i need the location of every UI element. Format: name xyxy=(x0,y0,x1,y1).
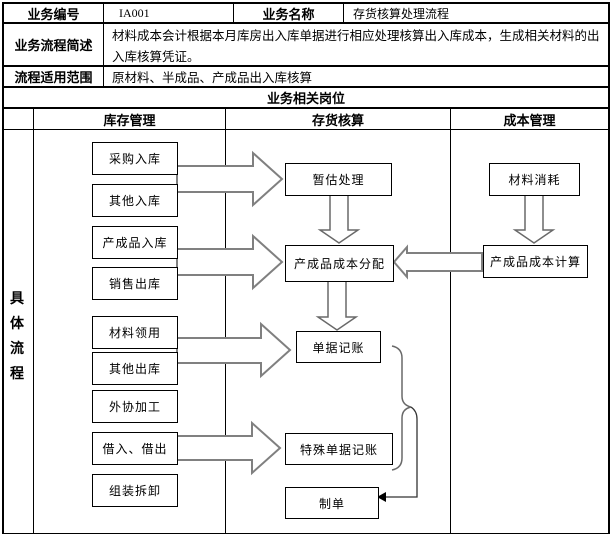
rail-label-detailed-process: 具体流程 xyxy=(10,290,24,381)
grid-line xyxy=(2,129,610,130)
business-name-value: 存货核算处理流程 xyxy=(353,6,450,21)
node-voucher-creation: 制单 xyxy=(285,487,379,519)
node-material-consumption: 材料消耗 xyxy=(489,163,580,196)
node-finished-goods-cost-allocation: 产成品成本分配 xyxy=(285,245,394,282)
grid-line xyxy=(2,2,610,4)
grid-line xyxy=(103,2,104,88)
node-material-requisition: 材料领用 xyxy=(92,316,178,349)
scope-text: 原材料、半成品、产成品出入库核算 xyxy=(112,71,313,85)
business-name-label: 业务名称 xyxy=(262,6,315,22)
node-document-posting: 单据记账 xyxy=(296,331,381,363)
grid-line xyxy=(2,65,610,67)
arrow-cost-calculation-to-cost-allocation xyxy=(392,244,483,280)
grid-line xyxy=(2,533,610,534)
node-other-inbound: 其他入库 xyxy=(92,184,178,217)
node-finished-goods-cost-calculation: 产成品成本计算 xyxy=(483,245,588,278)
node-purchase-inbound: 采购入库 xyxy=(92,142,178,175)
arrowhead-voucher-creation xyxy=(377,492,386,502)
arrow-material-consumption-to-cost-calculation xyxy=(512,194,556,244)
business-number-label: 业务编号 xyxy=(27,6,80,22)
node-provisional-estimate: 暂估处理 xyxy=(285,163,392,196)
arrow-provisional-to-cost-allocation xyxy=(317,194,361,244)
node-outsourced-processing: 外协加工 xyxy=(92,390,178,423)
grid-line xyxy=(343,2,344,23)
business-number-value: IA001 xyxy=(119,5,150,20)
column-header-inventory: 库存管理 xyxy=(103,112,156,128)
grid-line xyxy=(2,22,610,24)
column-header-accounting: 存货核算 xyxy=(311,112,364,128)
node-other-outbound: 其他出库 xyxy=(92,352,178,385)
arrow-borrow-lend-to-special-posting xyxy=(176,420,282,476)
grid-line xyxy=(2,2,4,534)
grid-line xyxy=(225,108,226,533)
scope-label: 流程适用范围 xyxy=(14,70,93,85)
column-header-cost: 成本管理 xyxy=(503,112,556,128)
arrow-cost-allocation-to-document-posting xyxy=(315,280,359,331)
arrow-inbound-to-provisional-estimate xyxy=(176,150,284,208)
arrow-requisition-to-document-posting xyxy=(176,321,292,379)
positions-header: 业务相关岗位 xyxy=(266,91,345,106)
summary-label: 业务流程简述 xyxy=(14,38,93,53)
summary-text: 材料成本会计根据本月库房出入库单据进行相应处理核算出入库成本，生成相关材料的出入… xyxy=(112,29,600,64)
grid-line xyxy=(608,2,610,534)
grid-line xyxy=(2,86,610,88)
grid-line xyxy=(2,107,610,109)
node-finished-goods-inbound: 产成品入库 xyxy=(92,226,178,259)
node-assembly-disassembly: 组装拆卸 xyxy=(92,474,178,507)
node-special-document-posting: 特殊单据记账 xyxy=(285,433,393,465)
elbow-to-voucher-creation xyxy=(385,406,418,498)
brace-connector xyxy=(391,345,412,471)
grid-line xyxy=(450,108,451,533)
node-borrow-lend: 借入、借出 xyxy=(92,432,178,465)
node-sales-outbound: 销售出库 xyxy=(92,267,178,300)
grid-line xyxy=(233,2,234,23)
grid-line xyxy=(33,108,34,533)
arrow-inbound-outbound-to-cost-allocation xyxy=(176,233,284,291)
